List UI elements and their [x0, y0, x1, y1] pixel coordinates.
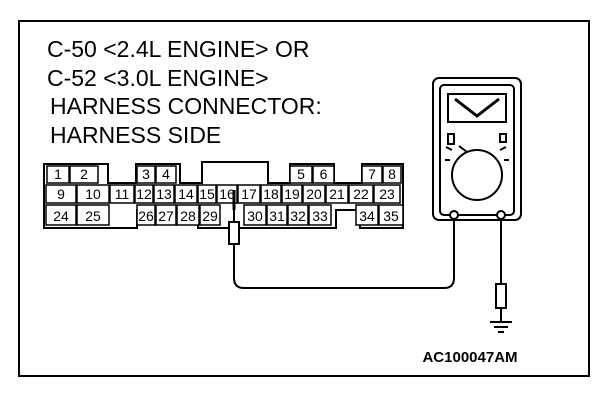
heading-line-2: C-52 <3.0L ENGINE>	[47, 65, 269, 91]
pin-label-12: 12	[136, 186, 152, 202]
pin-cell-2	[69, 165, 99, 184]
pin-label-16: 16	[219, 186, 235, 202]
pin-label-23: 23	[379, 186, 395, 202]
pin-label-27: 27	[158, 208, 174, 224]
heading-line-4: HARNESS SIDE	[50, 122, 221, 148]
pin-label-1: 1	[54, 166, 62, 182]
pin-label-28: 28	[180, 208, 196, 224]
pin-label-17: 17	[241, 186, 257, 202]
pin-label-15: 15	[199, 186, 215, 202]
pin-cell-30	[243, 204, 267, 226]
pin-cell-8	[382, 165, 402, 184]
pin-cell-18	[260, 184, 282, 204]
pin-label-18: 18	[263, 186, 279, 202]
pin-cell-4	[155, 165, 177, 184]
pin-label-32: 32	[290, 208, 306, 224]
pin-label-20: 20	[306, 186, 322, 202]
pin-cell-3	[136, 165, 156, 184]
probe-lead-ground	[495, 219, 507, 322]
pin-cell-32	[287, 204, 309, 226]
pin-cell-7	[361, 165, 383, 184]
pin-cell-17	[237, 184, 261, 204]
pin-label-8: 8	[388, 166, 396, 182]
pin-cell-26	[136, 204, 156, 226]
pin-cell-25	[76, 204, 110, 226]
pin-label-35: 35	[383, 208, 399, 224]
pin-cell-31	[266, 204, 288, 226]
pin-label-11: 11	[115, 186, 130, 202]
voltage-v-icon	[447, 93, 507, 123]
pin-label-9: 9	[57, 186, 65, 202]
range-dial	[445, 133, 509, 201]
pin-label-7: 7	[368, 166, 376, 182]
pin-label-3: 3	[142, 166, 150, 182]
pin-cell-12	[134, 184, 154, 204]
pin-cell-24	[45, 204, 77, 226]
pin-cell-29	[199, 204, 221, 226]
pin-label-26: 26	[138, 208, 154, 224]
pin-cell-15	[197, 184, 217, 204]
pin-cell-19	[281, 184, 303, 204]
pin-cell-14	[174, 184, 198, 204]
pin-cell-27	[155, 204, 177, 226]
pin-cell-22	[348, 184, 374, 204]
pin-label-33: 33	[312, 208, 328, 224]
pin-cell-21	[325, 184, 349, 204]
pin-cell-11	[109, 184, 135, 204]
pin-cell-35	[378, 204, 404, 226]
pin-cell-6	[312, 165, 335, 184]
pin-label-19: 19	[284, 186, 300, 202]
figure-id-label: AC100047AM	[422, 349, 517, 366]
pin-label-2: 2	[80, 166, 88, 182]
pin-label-34: 34	[359, 208, 375, 224]
pin-label-13: 13	[156, 186, 172, 202]
pin-label-21: 21	[329, 186, 345, 202]
pin-cell-28	[176, 204, 200, 226]
pin-label-14: 14	[178, 186, 194, 202]
pin-label-29: 29	[202, 208, 218, 224]
pin-cell-20	[302, 184, 326, 204]
pin-label-30: 30	[247, 208, 263, 224]
pin-label-4: 4	[162, 166, 170, 182]
pin-cell-1	[46, 165, 70, 184]
pin-label-22: 22	[353, 186, 369, 202]
pin-cell-13	[153, 184, 175, 204]
pin-label-24: 24	[53, 208, 69, 224]
ground-icon	[490, 321, 512, 333]
pin-cell-5	[289, 165, 313, 184]
pin-cell-33	[308, 204, 332, 226]
pin-label-10: 10	[85, 186, 101, 202]
pin-cell-9	[45, 184, 77, 204]
pin-label-5: 5	[297, 166, 305, 182]
heading-line-1: C-50 <2.4L ENGINE> OR	[47, 36, 309, 62]
figure-border	[18, 20, 590, 377]
pin-cell-34	[355, 204, 379, 226]
pin-label-25: 25	[85, 208, 101, 224]
pin-label-6: 6	[320, 166, 328, 182]
pin-cell-10	[76, 184, 110, 204]
heading-line-3: HARNESS CONNECTOR:	[50, 93, 322, 119]
pin-cell-23	[373, 184, 401, 204]
pin-cell-16	[216, 184, 238, 204]
pin-label-31: 31	[269, 208, 285, 224]
